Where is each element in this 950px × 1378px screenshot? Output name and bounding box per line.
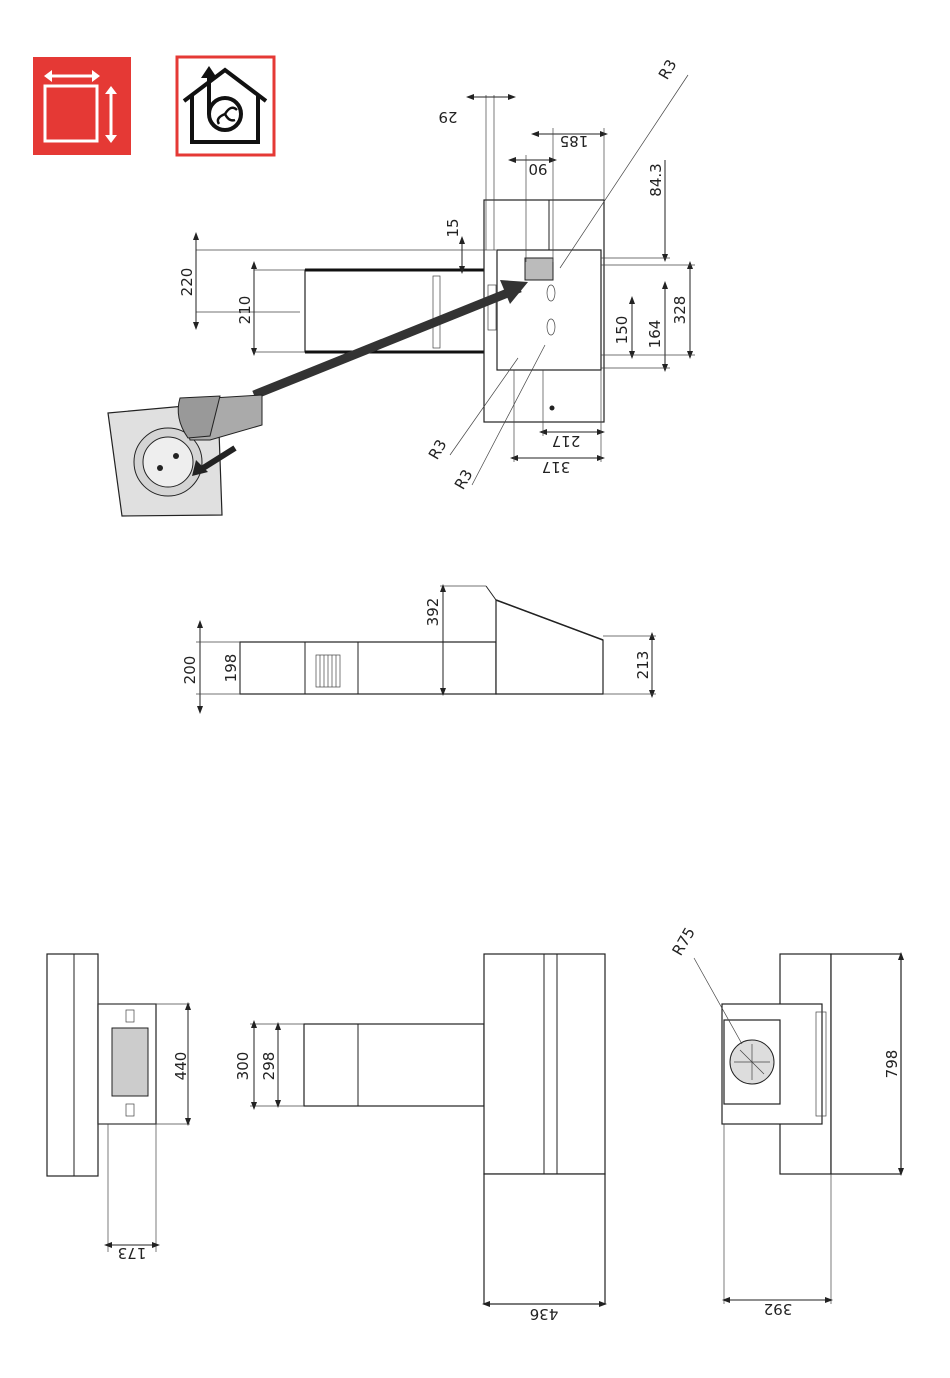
bottom-middle-view bbox=[250, 954, 605, 1304]
ducted-extraction-house-icon bbox=[177, 57, 274, 155]
dim-173: 173 bbox=[118, 1244, 147, 1262]
dim-436: 436 bbox=[530, 1305, 559, 1323]
dim-300: 300 bbox=[234, 1052, 252, 1081]
dim-440: 440 bbox=[172, 1052, 190, 1081]
radius-r75: R75 bbox=[668, 924, 698, 959]
dim-328: 328 bbox=[671, 296, 689, 325]
dim-210: 210 bbox=[236, 296, 254, 325]
dim-298: 298 bbox=[260, 1052, 278, 1081]
bottom-left-view bbox=[47, 954, 190, 1252]
radius-r3-top: R3 bbox=[655, 56, 681, 82]
dim-84-3: 84.3 bbox=[647, 163, 665, 196]
dim-798: 798 bbox=[883, 1050, 901, 1079]
dim-392-bottom: 392 bbox=[764, 1300, 793, 1318]
dim-15: 15 bbox=[444, 218, 462, 237]
radius-r3-left: R3 bbox=[425, 436, 451, 462]
dim-150: 150 bbox=[613, 316, 631, 345]
dim-29: 29 bbox=[438, 108, 457, 126]
dim-185: 185 bbox=[560, 132, 589, 150]
dim-392-side: 392 bbox=[424, 598, 442, 627]
power-socket-plug-illustration bbox=[108, 395, 262, 516]
bottom-right-view bbox=[694, 954, 901, 1304]
dim-164: 164 bbox=[646, 320, 664, 349]
dim-200: 200 bbox=[181, 656, 199, 685]
dim-90: 90 bbox=[528, 160, 547, 178]
dim-213: 213 bbox=[634, 651, 652, 680]
dim-198: 198 bbox=[222, 654, 240, 683]
dim-220: 220 bbox=[178, 268, 196, 297]
dim-317: 317 bbox=[542, 458, 571, 476]
dimensions-icon bbox=[33, 57, 131, 155]
dim-217: 217 bbox=[552, 432, 581, 450]
radius-r3-bottom: R3 bbox=[451, 466, 477, 492]
